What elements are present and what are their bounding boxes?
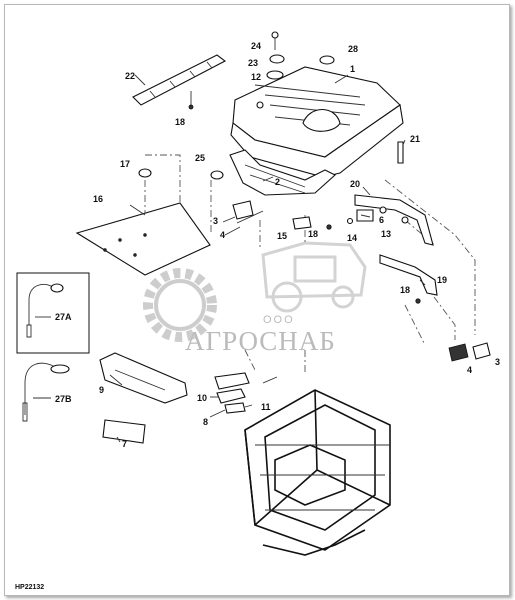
callout-3-right: 3 — [495, 357, 500, 367]
callout-labels: 1 2 3 4 3 4 6 7 8 9 10 11 12 13 14 15 16… — [55, 41, 500, 449]
figure-code: HP22132 — [15, 584, 44, 591]
callout-17: 17 — [120, 159, 130, 169]
callout-15: 15 — [277, 231, 287, 241]
part-rail-20 — [354, 194, 434, 246]
part-switches — [214, 372, 278, 414]
callout-1: 1 — [350, 64, 355, 74]
part-panel-16 — [75, 202, 211, 276]
dashed-leaders — [144, 154, 476, 375]
callout-4-right: 4 — [467, 365, 472, 375]
callout-22: 22 — [125, 71, 135, 81]
callout-10: 10 — [197, 393, 207, 403]
watermark-brand: АГРОСНАБ — [185, 326, 336, 356]
callout-18-right: 18 — [400, 285, 410, 295]
part-hardware — [138, 31, 491, 362]
part-cab-frame — [244, 389, 391, 556]
watermark-combine-icon — [261, 241, 367, 313]
callout-20: 20 — [350, 179, 360, 189]
callout-27b: 27B — [55, 394, 72, 404]
part-roof-panel — [230, 66, 404, 178]
part-27b — [22, 362, 70, 422]
part-console-9 — [99, 352, 188, 404]
diagram-sheet: ООО АГРОСНАБ — [4, 4, 510, 596]
inset-27a — [16, 272, 90, 354]
callout-14: 14 — [347, 233, 357, 243]
callout-7: 7 — [122, 439, 127, 449]
callout-23: 23 — [248, 58, 258, 68]
parts-diagram: ООО АГРОСНАБ — [15, 31, 500, 591]
part-bar-22 — [132, 54, 227, 110]
callout-18-mid: 18 — [308, 229, 318, 239]
callout-27a: 27A — [55, 312, 72, 322]
callout-6: 6 — [379, 215, 384, 225]
part-trim-liner — [229, 149, 336, 196]
callout-4-left: 4 — [220, 230, 225, 240]
callout-12: 12 — [251, 72, 261, 82]
callout-21: 21 — [410, 134, 420, 144]
watermark: ООО АГРОСНАБ — [143, 241, 367, 356]
callout-25: 25 — [195, 153, 205, 163]
watermark-sub: ООО — [263, 314, 295, 326]
watermark-gear-icon — [143, 268, 217, 342]
callout-9: 9 — [99, 385, 104, 395]
callout-8: 8 — [203, 417, 208, 427]
callout-18-top: 18 — [175, 117, 185, 127]
callout-3-left: 3 — [213, 216, 218, 226]
part-rail-19 — [379, 254, 438, 296]
callout-13: 13 — [381, 229, 391, 239]
callout-2: 2 — [275, 177, 280, 187]
part-plate-7 — [102, 419, 146, 444]
callout-16: 16 — [93, 194, 103, 204]
callout-11: 11 — [261, 402, 271, 412]
leader-lines — [33, 74, 426, 443]
callout-28: 28 — [348, 44, 358, 54]
callout-24: 24 — [251, 41, 261, 51]
callout-19: 19 — [437, 275, 447, 285]
